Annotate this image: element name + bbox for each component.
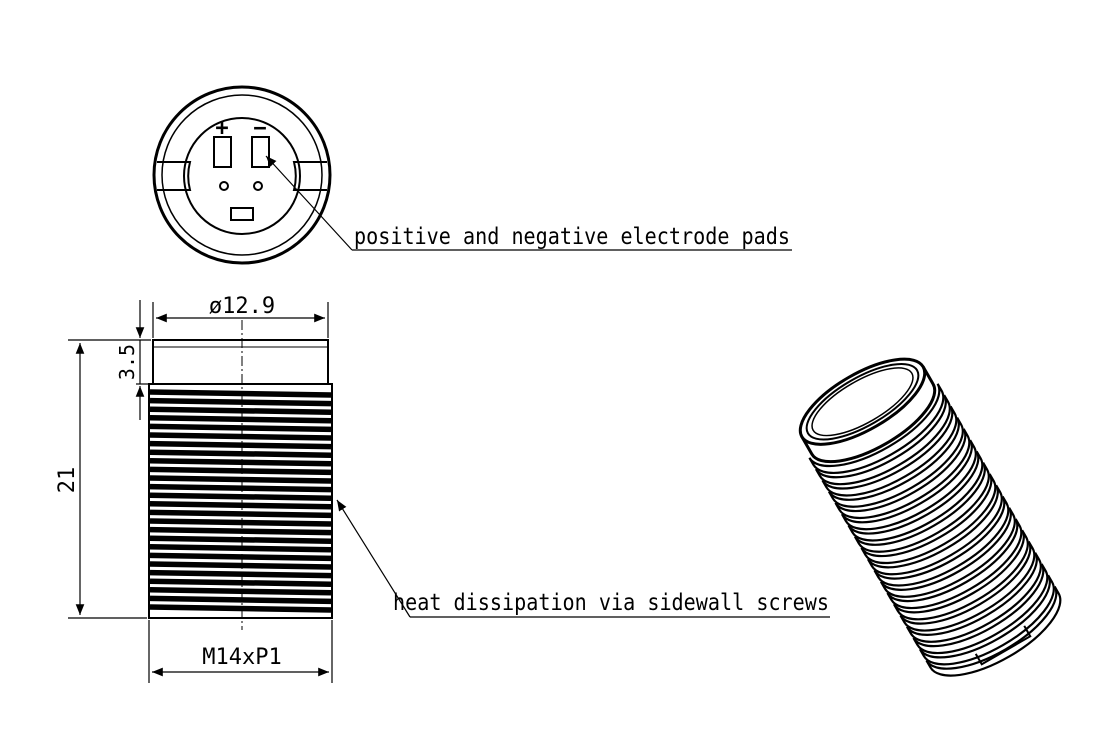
thread-line xyxy=(149,587,332,596)
diameter-label: ø12.9 xyxy=(209,294,275,319)
side-view xyxy=(148,320,333,630)
thread-line xyxy=(149,501,332,510)
thread-spec-label: M14xP1 xyxy=(202,645,281,670)
thread-line xyxy=(149,595,332,605)
iso-cap xyxy=(798,357,937,464)
thread-line xyxy=(149,389,332,398)
thread-line xyxy=(149,561,332,570)
thread-line xyxy=(149,569,332,579)
thread-line xyxy=(149,475,332,484)
thread-dimension xyxy=(148,620,333,683)
thread-line xyxy=(149,449,332,458)
thread-line xyxy=(149,578,332,587)
thread-line xyxy=(149,397,332,407)
thread-line xyxy=(149,406,332,415)
thread-line xyxy=(149,552,332,562)
cap-dimension xyxy=(135,300,152,420)
thread-line xyxy=(149,604,332,613)
thread-line xyxy=(149,535,332,544)
thread-line xyxy=(149,415,332,424)
top-view xyxy=(152,85,332,265)
electrode-leader xyxy=(265,155,792,251)
thread-line xyxy=(149,492,332,501)
heat-leader xyxy=(336,499,830,618)
negative-symbol: − xyxy=(253,116,266,141)
thread-line xyxy=(149,458,332,467)
thread-line xyxy=(149,423,332,433)
negative-pad xyxy=(251,136,270,168)
thread-line xyxy=(149,518,332,527)
electrode-pads-callout: positive and negative electrode pads xyxy=(354,224,790,250)
thread-line xyxy=(149,440,332,450)
thread-line xyxy=(149,466,332,476)
thread-line xyxy=(149,483,332,493)
positive-symbol: + xyxy=(215,116,228,141)
diameter-dimension xyxy=(152,302,329,338)
thread-line xyxy=(149,432,332,441)
cap-height-label: 3.5 xyxy=(115,344,139,380)
thread-line xyxy=(149,544,332,553)
iso-thread-rings xyxy=(808,383,1062,677)
thread-lines xyxy=(149,389,332,613)
positive-pad xyxy=(213,136,232,168)
isometric-view xyxy=(798,357,1062,677)
thread-line xyxy=(149,509,332,519)
thread-line xyxy=(149,526,332,536)
heat-dissipation-callout: heat dissipation via sidewall screws xyxy=(393,590,829,616)
height-label: 21 xyxy=(55,467,80,494)
height-dimension xyxy=(68,339,151,619)
